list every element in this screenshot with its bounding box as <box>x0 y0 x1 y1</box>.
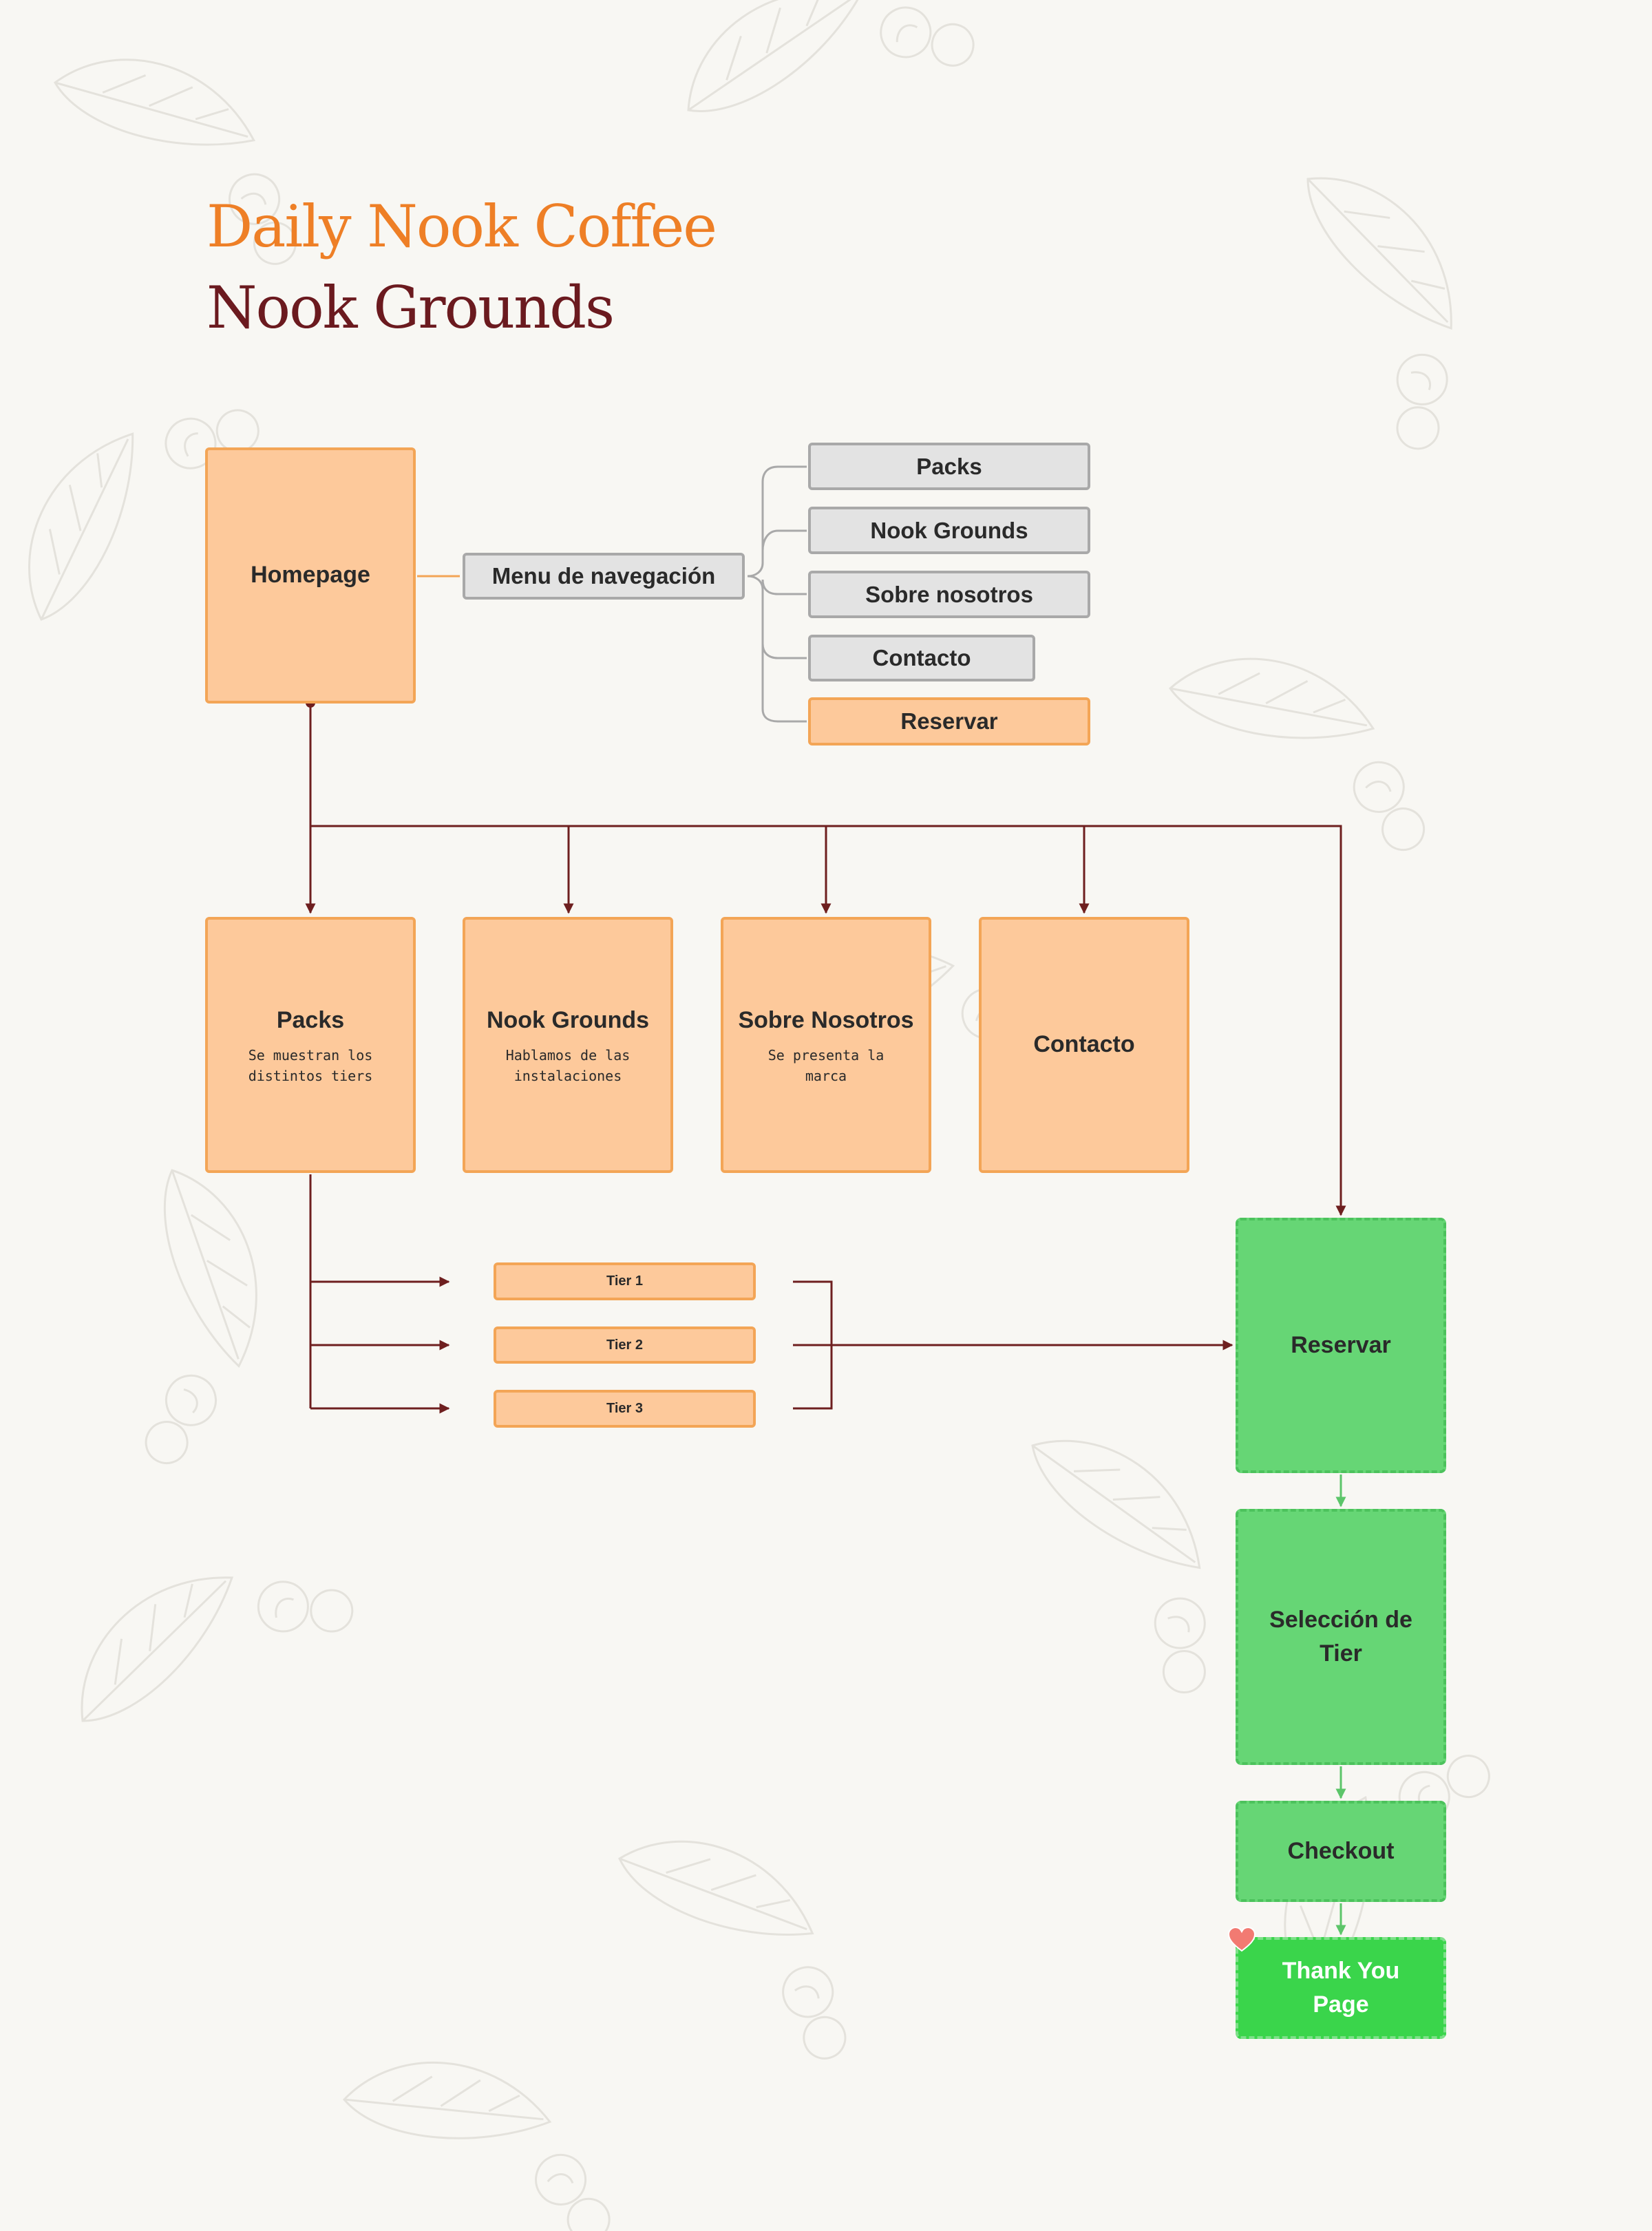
page-sobre-nosotros[interactable]: Sobre Nosotros Se presenta la marca <box>721 917 931 1173</box>
tier-label: Tier 1 <box>606 1273 643 1289</box>
menu-item-label: Sobre nosotros <box>865 581 1033 607</box>
menu-item-label: Reservar <box>900 708 998 734</box>
flow-checkout[interactable]: Checkout <box>1236 1801 1446 1902</box>
tier-label: Tier 2 <box>606 1337 643 1353</box>
page-title-nook-grounds: Nook Grounds <box>486 1007 650 1034</box>
flow-seleccion-tier[interactable]: Selección de Tier <box>1236 1509 1446 1765</box>
page-desc-packs: Se muestran los distintos tiers <box>248 1046 373 1084</box>
menu-item-label: Contacto <box>872 645 971 670</box>
flow-label: Selección de Tier <box>1269 1606 1412 1667</box>
tier-1[interactable]: Tier 1 <box>494 1262 756 1300</box>
page-desc-sobre-nosotros: Se presenta la marca <box>767 1046 885 1084</box>
page-nook-grounds[interactable]: Nook Grounds Hablamos de las instalacion… <box>463 917 673 1173</box>
tier-3[interactable]: Tier 3 <box>494 1390 756 1428</box>
page-contacto[interactable]: Contacto <box>979 917 1189 1173</box>
nav-menu-label: Menu de navegación <box>491 563 716 589</box>
nav-menu-node[interactable]: Menu de navegación <box>463 553 745 600</box>
flow-label: Reservar <box>1291 1331 1391 1358</box>
page-title-packs: Packs <box>276 1007 345 1034</box>
homepage-label: Homepage <box>251 562 370 589</box>
flow-thank-you[interactable]: Thank You Page <box>1236 1937 1446 2039</box>
brand-title: Daily Nook Coffee <box>206 193 717 260</box>
page-desc-nook-grounds: Hablamos de las instalaciones <box>505 1046 631 1084</box>
menu-bracket <box>747 465 807 723</box>
page-title-sobre-nosotros: Sobre Nosotros <box>738 1007 914 1034</box>
heart-icon <box>1228 1927 1256 1952</box>
flow-reservar[interactable]: Reservar <box>1236 1218 1446 1473</box>
tier-label: Tier 3 <box>606 1401 643 1416</box>
menu-item-contacto[interactable]: Contacto <box>808 635 1035 681</box>
menu-item-nook-grounds[interactable]: Nook Grounds <box>808 507 1090 554</box>
page-packs[interactable]: Packs Se muestran los distintos tiers <box>205 917 416 1173</box>
menu-item-label: Nook Grounds <box>870 517 1028 543</box>
page-title-contacto: Contacto <box>1033 1031 1135 1058</box>
tier-2[interactable]: Tier 2 <box>494 1326 756 1364</box>
menu-item-packs[interactable]: Packs <box>808 443 1090 490</box>
link-trunk <box>310 825 1346 1216</box>
menu-item-label: Packs <box>916 453 982 479</box>
flow-label: Checkout <box>1287 1837 1395 1864</box>
flow-label: Thank You Page <box>1282 1957 1400 2018</box>
menu-item-sobre-nosotros[interactable]: Sobre nosotros <box>808 571 1090 618</box>
menu-item-reservar[interactable]: Reservar <box>808 697 1090 746</box>
homepage-node[interactable]: Homepage <box>205 447 416 704</box>
page-title: Nook Grounds <box>206 274 615 341</box>
